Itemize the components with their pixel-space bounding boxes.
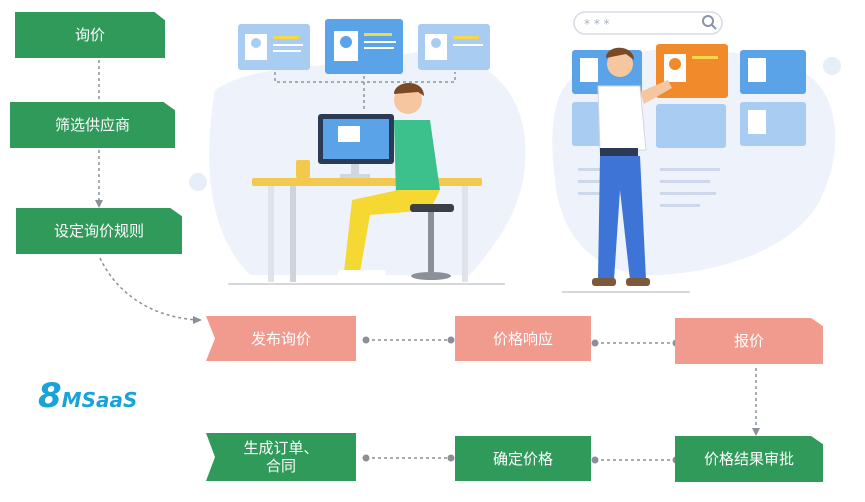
step-confirm-price-label: 确定价格	[492, 449, 553, 468]
step-approval: 价格结果审批	[675, 436, 823, 482]
profile-card-2	[325, 19, 403, 74]
stool	[410, 204, 454, 212]
logo-text: MSaaS	[61, 388, 138, 412]
desk-top	[252, 178, 482, 186]
step-confirm-price: 确定价格	[455, 436, 591, 481]
mug	[296, 160, 310, 178]
step-screen-suppliers: 筛选供应商	[10, 102, 175, 148]
step-screen-suppliers-label: 筛选供应商	[54, 116, 130, 134]
brand-logo: 8MSaaS	[38, 376, 137, 416]
logo-number: 8	[38, 376, 62, 416]
profile-card-3	[418, 24, 490, 70]
standing-person-head	[607, 51, 633, 77]
decor-dot-right	[823, 57, 841, 75]
search-bar	[573, 11, 723, 35]
step-publish-inquiry-label: 发布询价	[250, 329, 311, 348]
connector-curve	[99, 257, 199, 321]
step-generate-order-label: 生成订单、 合同	[243, 439, 319, 475]
search-icon	[702, 15, 714, 27]
step-price-response-label: 价格响应	[492, 329, 553, 348]
step-price-response: 价格响应	[455, 316, 591, 361]
decor-dot	[189, 173, 207, 191]
standing-person-shirt	[597, 85, 647, 153]
standing-person-pants	[598, 156, 646, 280]
step-quote-label: 报价	[733, 332, 764, 350]
step-generate-order: 生成订单、 合同	[206, 433, 356, 481]
person-shirt	[394, 120, 440, 195]
step-publish-inquiry: 发布询价	[206, 316, 356, 361]
profile-card-1	[238, 24, 310, 70]
step-set-rules: 设定询价规则	[16, 208, 182, 254]
step-set-rules-label: 设定询价规则	[53, 222, 144, 240]
step-approval-label: 价格结果审批	[703, 450, 794, 468]
card-connector	[274, 72, 456, 110]
search-stars: * * *	[584, 17, 610, 31]
step-inquiry: 询价	[15, 12, 165, 58]
step-quote: 报价	[675, 318, 823, 364]
step-inquiry-label: 询价	[74, 26, 105, 44]
